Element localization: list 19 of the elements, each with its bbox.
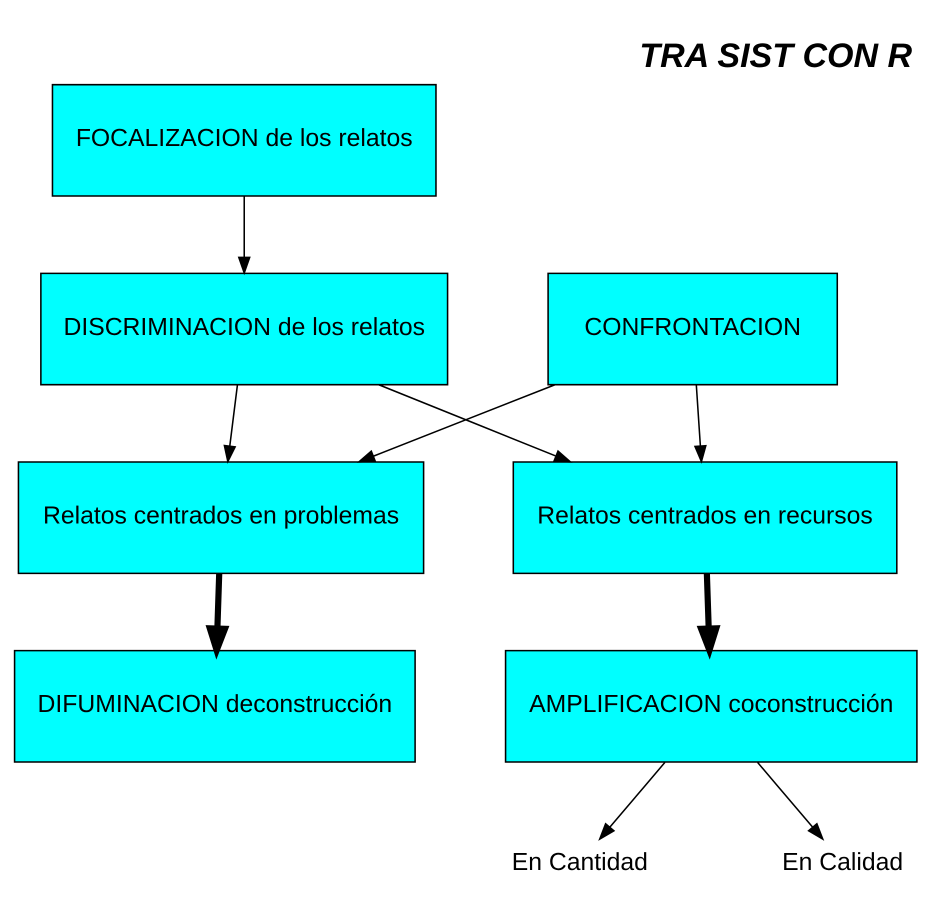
node-box: DIFUMINACION deconstrucción [14, 649, 416, 762]
arrow [356, 384, 556, 462]
arrow [238, 196, 251, 275]
diagram-title: TRA SIST CON R [639, 36, 912, 75]
node-box: FOCALIZACION de los relatos [52, 83, 437, 196]
node-box: Relatos centrados en recursos [512, 460, 898, 574]
node-box: AMPLIFICACION coconstrucción [504, 649, 918, 762]
node-box: CONFRONTACION [547, 272, 838, 385]
arrow [696, 572, 721, 660]
arrow [206, 572, 230, 660]
arrow [694, 384, 707, 464]
arrow [598, 761, 666, 840]
node-box: Relatos centrados en problemas [18, 460, 424, 574]
node-text: En Cantidad [512, 848, 648, 876]
arrow [223, 384, 238, 464]
node-text: En Calidad [782, 848, 904, 876]
node-box: DISCRIMINACION de los relatos [40, 272, 448, 385]
arrow [757, 761, 824, 840]
arrow [378, 384, 573, 462]
